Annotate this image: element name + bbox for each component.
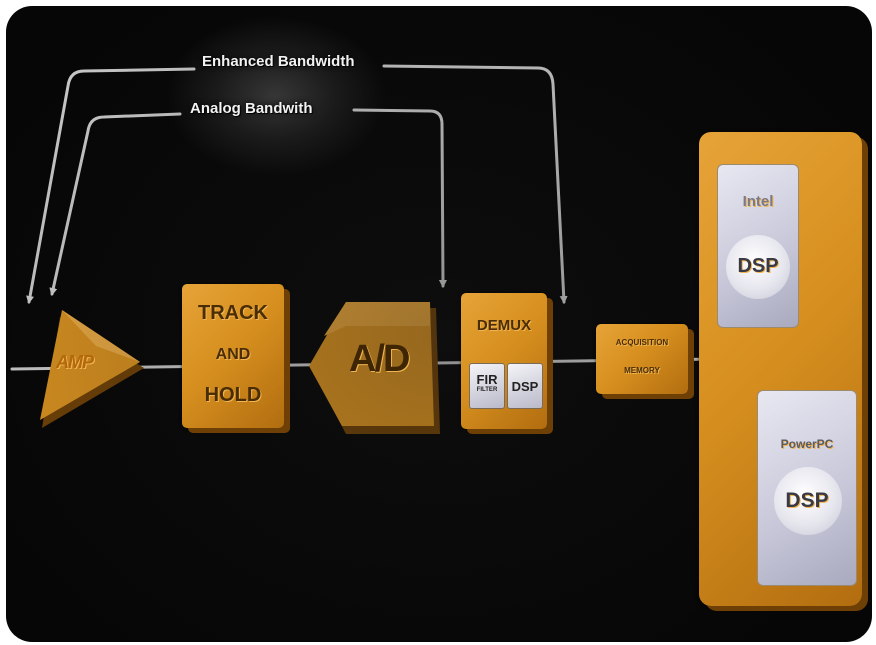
enhanced-bandwidth-label: Enhanced Bandwidth: [202, 53, 355, 70]
ad-block: [309, 302, 440, 434]
powerpc-dsp-label: DSP: [785, 489, 829, 512]
amp-label: AMP: [56, 352, 94, 372]
analog-bandwidth-right-arrow: [352, 108, 447, 288]
filter-label: FILTER: [476, 387, 498, 393]
intel-panel: Intel DSP: [717, 164, 799, 328]
analog-bandwidth-left-arrow: [49, 112, 182, 296]
demux-label: DEMUX: [476, 317, 532, 334]
ad-label: A/D: [349, 338, 410, 380]
intel-dsp-disc: [726, 235, 790, 299]
enhanced-bandwidth-left-arrow: [26, 67, 196, 304]
diagram-canvas: Enhanced Bandwidth Analog Bandwith AMP T…: [6, 6, 872, 642]
demux-dsp-chip: DSP: [507, 363, 543, 409]
hold-label: HOLD: [204, 384, 262, 406]
demux-dsp-label: DSP: [511, 379, 539, 394]
powerpc-dsp-disc: [774, 467, 842, 535]
intel-dsp-label: DSP: [737, 255, 779, 277]
powerpc-panel: PowerPC DSP: [757, 390, 857, 586]
track-and-hold-block: TRACK AND HOLD: [182, 284, 284, 428]
demux-block: DEMUX FIR FILTER DSP: [461, 293, 547, 429]
memory-label: MEMORY: [624, 366, 660, 375]
enhanced-bandwidth-right-arrow: [382, 64, 568, 304]
processor-block: Intel DSP PowerPC DSP: [699, 132, 862, 606]
acquisition-label: ACQUISITION: [615, 338, 669, 347]
fir-filter-chip: FIR FILTER: [469, 363, 505, 409]
amp-block: [40, 310, 144, 428]
connector-arrows: [10, 64, 860, 434]
and-label: AND: [215, 346, 251, 363]
analog-bandwidth-label: Analog Bandwith: [190, 100, 313, 117]
powerpc-label: PowerPC: [780, 437, 834, 451]
fir-label: FIR: [476, 372, 498, 387]
acquisition-memory-block: ACQUISITION MEMORY: [596, 324, 688, 394]
track-label: TRACK: [198, 302, 268, 324]
intel-label: Intel: [742, 193, 774, 210]
